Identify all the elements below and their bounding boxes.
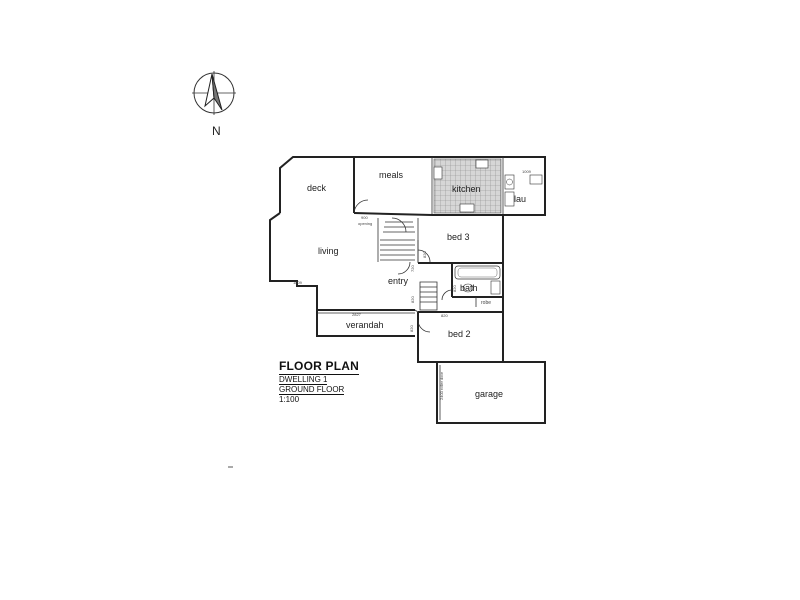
entry-door-dimension: 720 bbox=[410, 265, 415, 272]
bed2-door-dimension: 820 bbox=[441, 313, 448, 318]
building-walls bbox=[269, 156, 546, 424]
laundry-fixtures bbox=[504, 174, 543, 207]
kitchen-fixtures bbox=[433, 159, 489, 213]
bath-fixtures bbox=[454, 265, 501, 295]
room-label-deck: deck bbox=[307, 183, 327, 193]
bath-door-dimension: 820 bbox=[452, 285, 457, 292]
room-label-meals: meals bbox=[379, 170, 404, 180]
room-label-kitchen: kitchen bbox=[452, 184, 481, 194]
room-label-living: living bbox=[318, 246, 339, 256]
scale-label: 1:100 bbox=[279, 395, 300, 404]
north-label: N bbox=[212, 124, 221, 138]
bed2-side-door-dimension: 820 bbox=[409, 325, 414, 332]
plan-title: FLOOR PLAN bbox=[279, 359, 359, 375]
living-window-dimension: 1809 bbox=[293, 280, 303, 285]
room-label-laundry: lau bbox=[514, 194, 526, 204]
floor-level-label: GROUND FLOOR bbox=[279, 385, 345, 395]
staircase bbox=[380, 217, 438, 311]
room-label-bath: bath bbox=[460, 283, 478, 293]
laundry-width-dimension: 1009 bbox=[522, 169, 532, 174]
room-label-robe: robe bbox=[481, 300, 491, 306]
opening-dimension: 900 bbox=[361, 215, 368, 220]
room-label-entry: entry bbox=[388, 276, 409, 286]
garage-door-dimension: 2400 roller door bbox=[439, 371, 444, 400]
room-label-bed2: bed 2 bbox=[448, 329, 471, 339]
title-block: FLOOR PLAN DWELLING 1 GROUND FLOOR 1:100 bbox=[279, 357, 359, 404]
door-swings bbox=[353, 199, 453, 333]
room-label-verandah: verandah bbox=[346, 320, 384, 330]
entry-side-door-dimension: 820 bbox=[410, 296, 415, 303]
verandah-window-dimension: 2827 bbox=[352, 312, 362, 317]
bed3-door-dimension: 820 bbox=[422, 251, 427, 258]
room-label-bed3: bed 3 bbox=[447, 232, 470, 242]
north-arrow-icon bbox=[192, 71, 236, 115]
room-label-garage: garage bbox=[475, 389, 503, 399]
dwelling-label: DWELLING 1 bbox=[279, 375, 328, 385]
opening-label: opening bbox=[358, 221, 372, 226]
